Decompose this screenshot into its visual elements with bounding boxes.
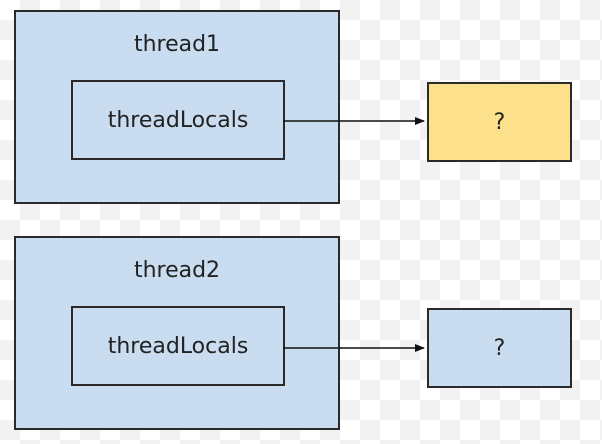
thread1-threadlocals-box: threadLocals	[71, 80, 285, 160]
thread2-container: thread2 threadLocals	[14, 236, 340, 430]
thread2-title: thread2	[133, 258, 221, 283]
thread1-value-box: ?	[427, 82, 572, 162]
thread2-threadlocals-box: threadLocals	[71, 306, 285, 386]
thread1-title: thread1	[133, 32, 221, 57]
thread2-value-box: ?	[427, 308, 572, 388]
thread1-container: thread1 threadLocals	[14, 10, 340, 204]
